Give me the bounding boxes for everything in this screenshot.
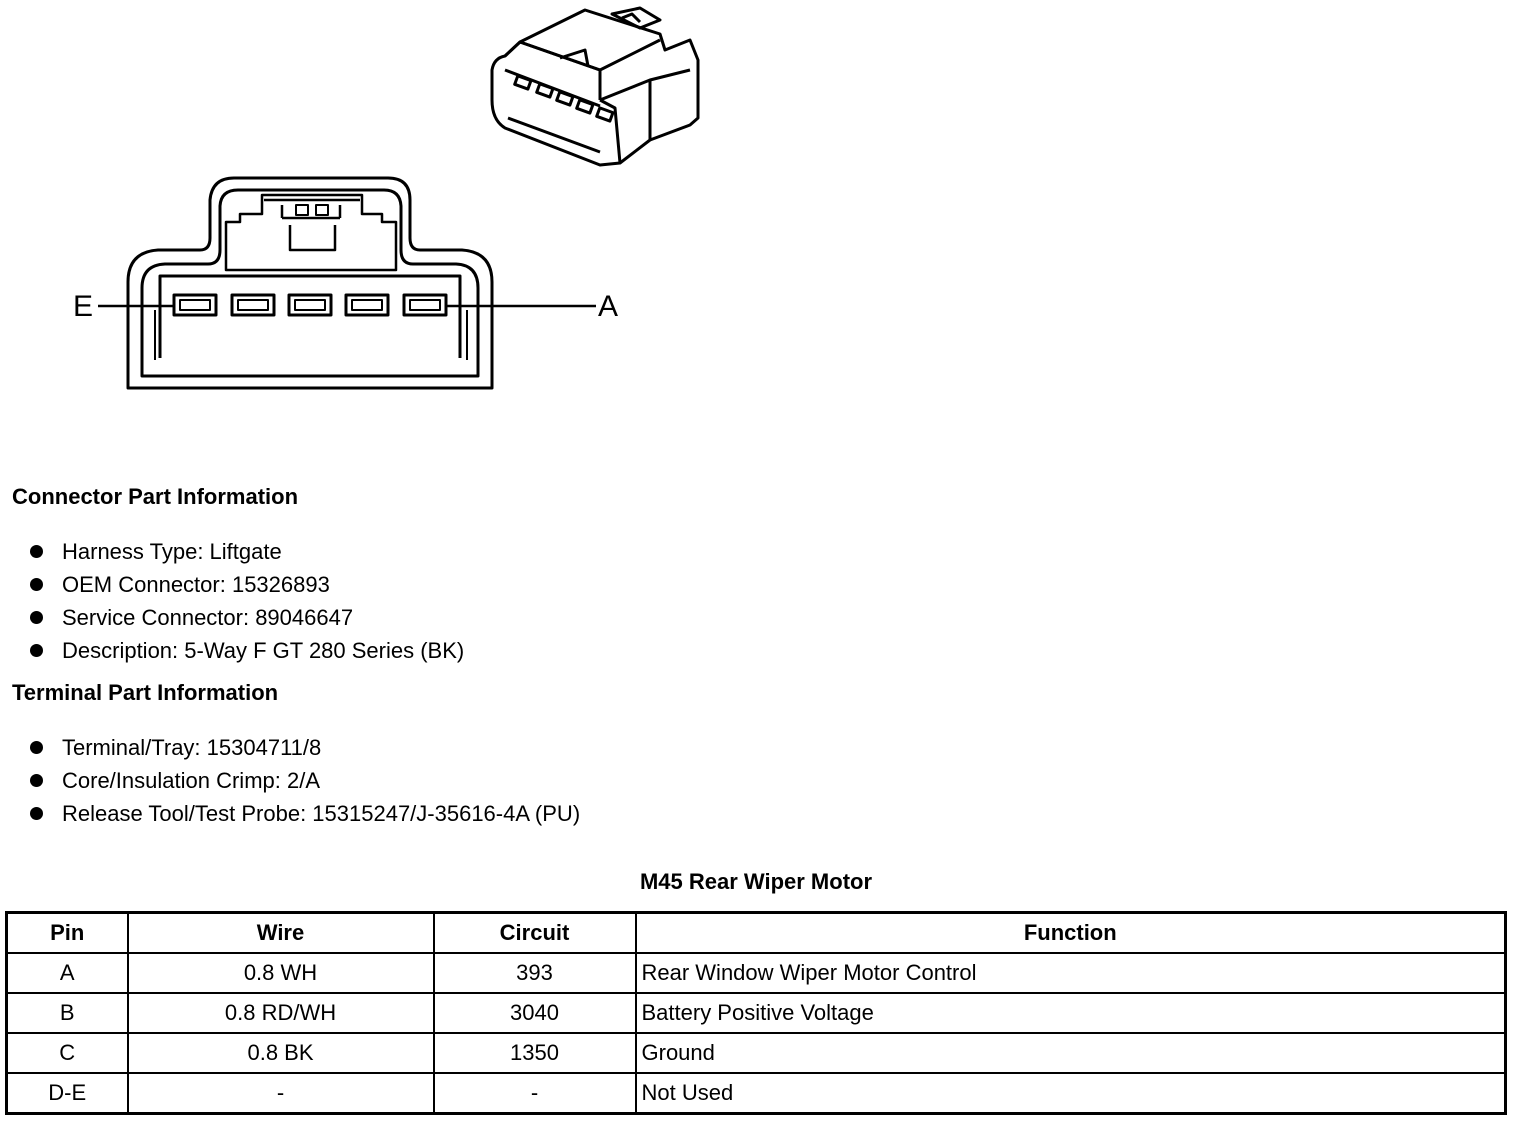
connector-face-view [98, 176, 596, 390]
bullet-icon [30, 644, 43, 657]
cell-function: Rear Window Wiper Motor Control [634, 952, 1507, 994]
table-row: A 0.8 WH 393 Rear Window Wiper Motor Con… [5, 952, 1507, 994]
connector-3d-view [490, 6, 700, 167]
table-header-row: Pin Wire Circuit Function [5, 911, 1507, 954]
pin-label-e: E [73, 290, 94, 323]
list-item: Terminal/Tray: 15304711/8 [0, 731, 580, 764]
cell-function: Not Used [634, 1072, 1507, 1115]
pin-label-a: A [598, 290, 619, 323]
column-header-wire: Wire [126, 911, 435, 954]
table-row: C 0.8 BK 1350 Ground [5, 1032, 1507, 1074]
bullet-icon [30, 545, 43, 558]
cell-pin: D-E [5, 1072, 129, 1115]
table-row: D-E - - Not Used [5, 1072, 1507, 1115]
cell-wire: 0.8 RD/WH [126, 992, 435, 1034]
cell-circuit: 393 [432, 952, 637, 994]
column-header-function: Function [634, 911, 1507, 954]
list-item: Core/Insulation Crimp: 2/A [0, 764, 580, 797]
bullet-icon [30, 774, 43, 787]
column-header-pin: Pin [5, 911, 129, 954]
column-header-circuit: Circuit [432, 911, 637, 954]
cell-circuit: 3040 [432, 992, 637, 1034]
cell-circuit: 1350 [432, 1032, 637, 1074]
bullet-icon [30, 741, 43, 754]
list-item: OEM Connector: 15326893 [0, 568, 464, 601]
terminal-info-title: Terminal Part Information [12, 680, 279, 705]
table-title: M45 Rear Wiper Motor [639, 869, 873, 894]
bullet-icon [30, 807, 43, 820]
bullet-icon [30, 611, 43, 624]
cell-function: Ground [634, 1032, 1507, 1074]
pinout-table: Pin Wire Circuit Function A 0.8 WH 393 R… [5, 911, 1507, 1115]
connector-info-list: Harness Type: Liftgate OEM Connector: 15… [0, 535, 464, 667]
cell-wire: - [126, 1072, 435, 1115]
cell-pin: C [5, 1032, 129, 1074]
cell-wire: 0.8 WH [126, 952, 435, 994]
list-item: Harness Type: Liftgate [0, 535, 464, 568]
cell-pin: A [5, 952, 129, 994]
list-item: Service Connector: 89046647 [0, 601, 464, 634]
terminal-info-list: Terminal/Tray: 15304711/8 Core/Insulatio… [0, 731, 580, 830]
bullet-icon [30, 578, 43, 591]
list-item: Description: 5-Way F GT 280 Series (BK) [0, 634, 464, 667]
cell-function: Battery Positive Voltage [634, 992, 1507, 1034]
table-row: B 0.8 RD/WH 3040 Battery Positive Voltag… [5, 992, 1507, 1034]
list-item: Release Tool/Test Probe: 15315247/J-3561… [0, 797, 580, 830]
cell-pin: B [5, 992, 129, 1034]
cell-circuit: - [432, 1072, 637, 1115]
connector-illustration [98, 6, 700, 390]
cell-wire: 0.8 BK [126, 1032, 435, 1074]
connector-info-title: Connector Part Information [12, 484, 299, 509]
